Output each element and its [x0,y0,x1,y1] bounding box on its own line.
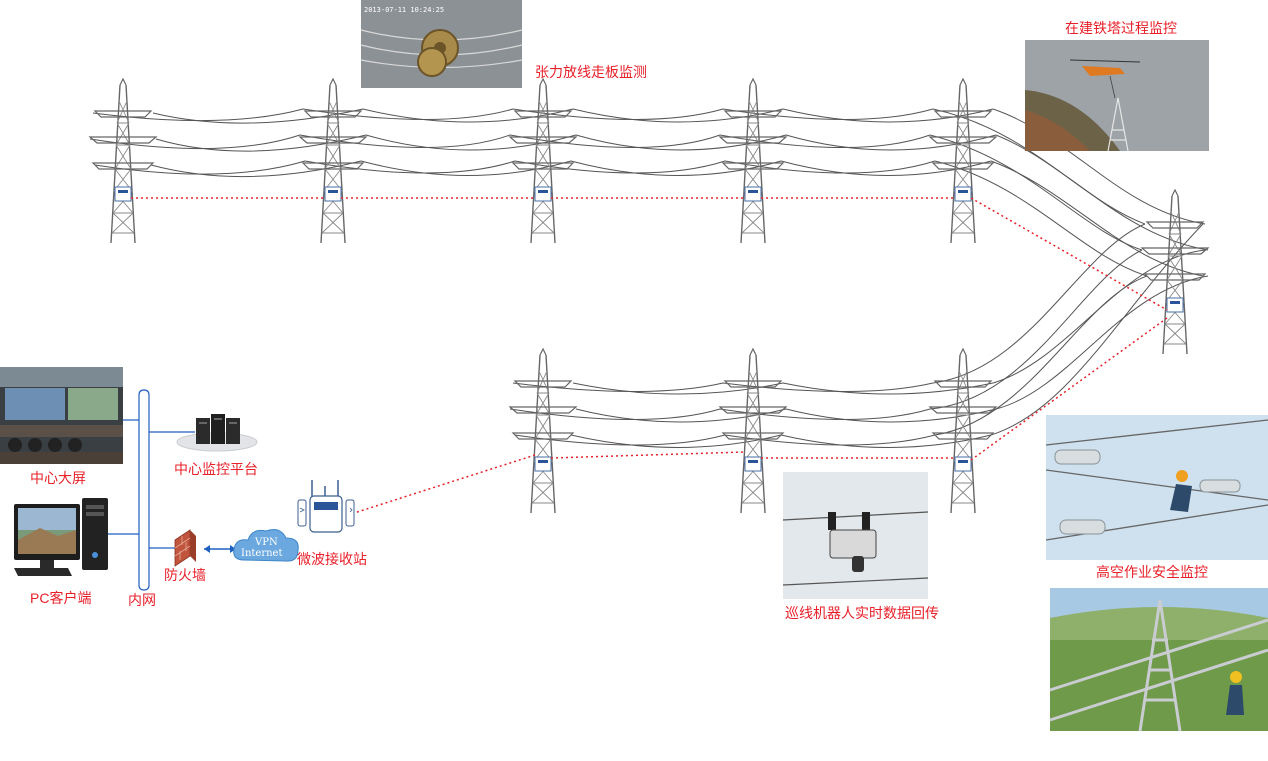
label-layer: 张力放线走板监测 在建铁塔过程监控 高空作业安全监控 巡线机器人实时数据回传 中… [30,6,1208,621]
intranet-network [108,389,236,591]
label-firewall: 防火墙 [164,567,206,583]
pc-client-icon [14,498,108,576]
label-pc-client: PC客户端 [30,590,91,606]
tower-upper-2 [299,78,367,244]
tower-lower-1 [509,348,577,514]
tower-top-workers-image [1049,588,1268,732]
intranet-bus [138,389,150,591]
tower-lower-3 [929,348,997,514]
lower-conductor-wires [509,223,1209,448]
label-tower-build-monitor: 在建铁塔过程监控 [1065,20,1177,36]
wireless-links [131,197,1168,516]
vpn-cloud-icon [233,529,299,562]
tower-upper-1 [89,78,157,244]
microwave-station-icon [297,480,355,533]
tension-pulley-image [360,0,523,88]
label-vpn-line2: Internet [241,548,282,559]
label-center-screen: 中心大屏 [30,470,86,486]
tower-upper-4 [719,78,787,244]
label-robot-return: 巡线机器人实时数据回传 [785,605,939,621]
label-center-platform: 中心监控平台 [174,461,258,477]
tower-construction-image [1025,40,1209,152]
tower-upper-3 [509,78,577,244]
firewall-icon [174,529,196,567]
label-vpn-line1: VPN [254,537,278,548]
tower-lower-2 [719,348,787,514]
high-altitude-work-image [1045,415,1268,560]
tower-upper-5 [929,78,997,244]
label-high-altitude-monitor: 高空作业安全监控 [1096,564,1208,580]
label-intranet: 内网 [128,592,156,608]
center-screen-image [0,367,123,464]
tension-photo-timestamp: 2013-07-11 10:24:25 [364,6,444,14]
tower-right [1141,189,1209,355]
label-microwave-station: 微波接收站 [297,551,367,567]
label-tension-monitor: 张力放线走板监测 [535,64,647,80]
server-platform-icon [176,414,258,452]
inspection-robot-image [782,472,929,599]
